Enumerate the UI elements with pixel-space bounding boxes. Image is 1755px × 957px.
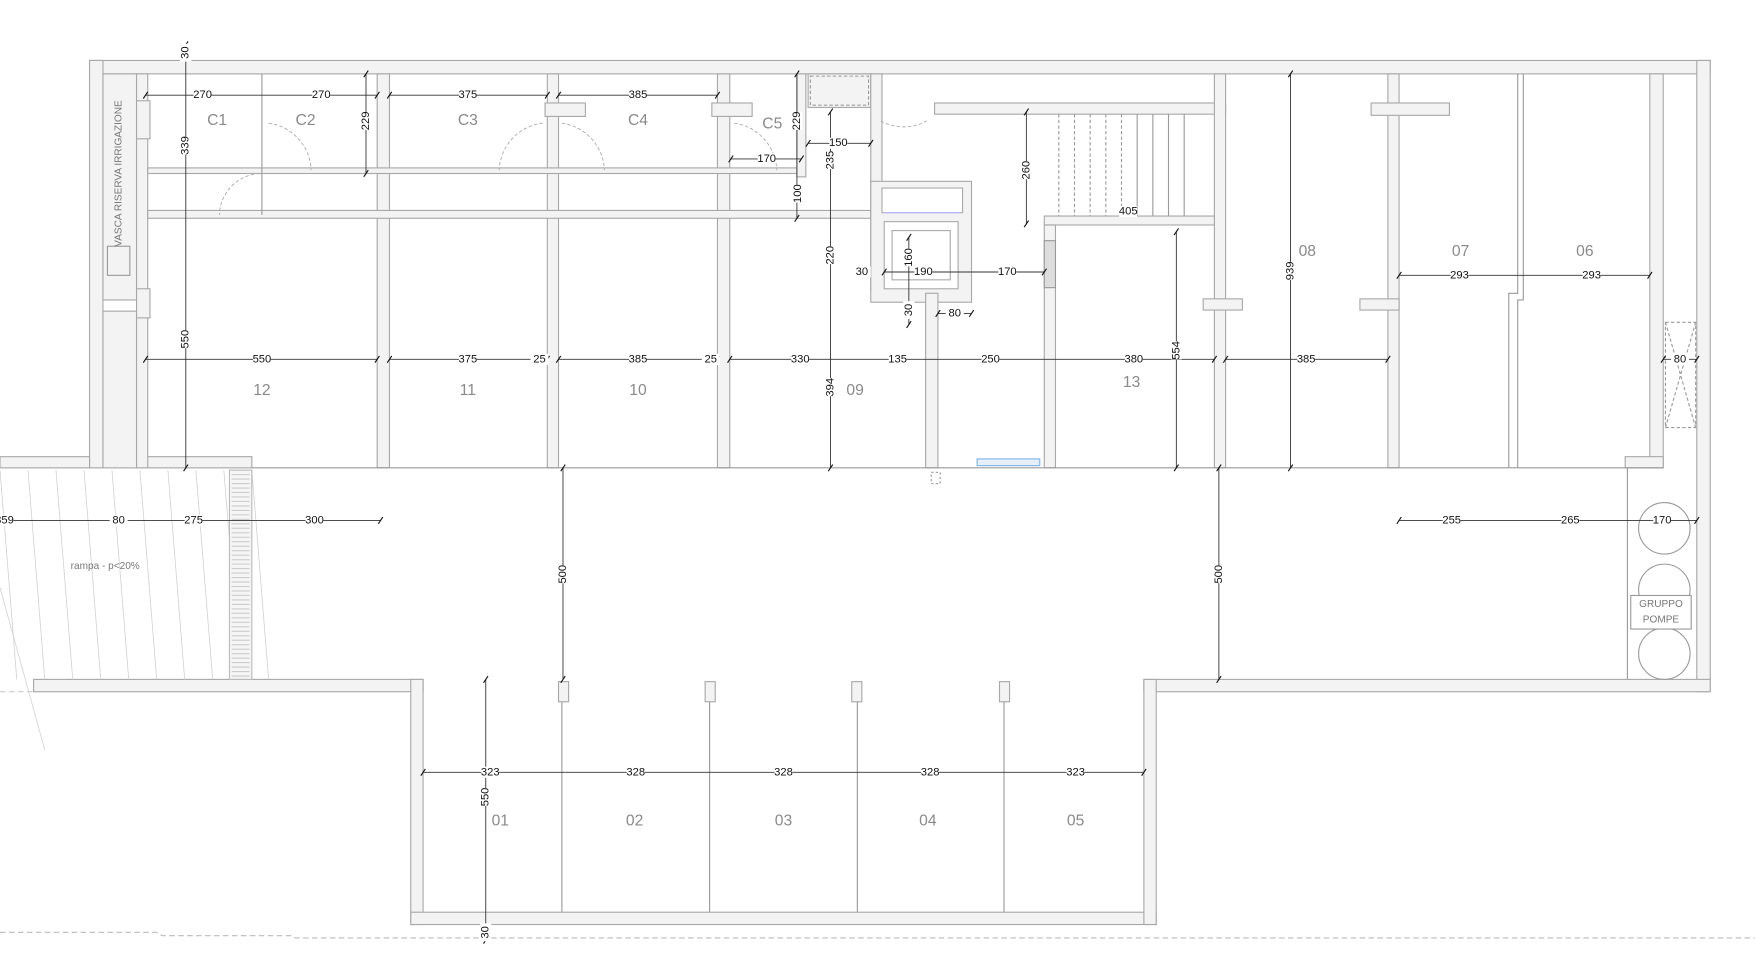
dimension-label: 229 [791, 112, 803, 131]
dimension-label: 339 [180, 136, 192, 155]
room-label: 07 [1452, 243, 1469, 260]
dimension-label: 359 [0, 514, 14, 526]
room-label: 06 [1576, 243, 1594, 260]
dimension-label: 190 [914, 266, 933, 278]
dimension-label: 500 [1213, 565, 1225, 584]
dimension-label: 939 [1284, 262, 1296, 281]
room-label: C1 [207, 112, 227, 129]
dimension-label: 80 [112, 514, 124, 526]
dimension-label: 554 [1170, 341, 1182, 360]
dimension-label: 170 [998, 266, 1017, 278]
room-label: 05 [1067, 813, 1085, 830]
dimension-label: 229 [360, 112, 372, 131]
dimension-label: 300 [305, 514, 324, 526]
dimension-label: 80 [949, 307, 961, 319]
dimension-label: 328 [774, 766, 793, 778]
dimension-label: 220 [824, 246, 836, 265]
dimension-label: 250 [981, 353, 1000, 365]
room-label: 12 [253, 382, 270, 399]
room-label: C4 [628, 112, 648, 129]
room-label: 09 [846, 382, 863, 399]
pump-label-line1: GRUPPO [1639, 599, 1683, 610]
dimension-label: 30 [480, 926, 492, 938]
dimension-label: 293 [1450, 269, 1469, 281]
dimension-label: 394 [824, 378, 836, 397]
dimension-lines [0, 41, 1700, 944]
pump-label-line2: POMPE [1643, 615, 1680, 626]
dimension-label: 550 [253, 353, 272, 365]
ramp [0, 470, 270, 751]
dimension-label: 25 [705, 353, 717, 365]
room-label: 10 [629, 382, 647, 399]
dimension-label: 170 [1653, 514, 1672, 526]
dimension-label: 323 [1066, 766, 1085, 778]
dimension-label: 500 [557, 565, 569, 584]
dimension-label: 270 [312, 89, 331, 101]
dimension-label: 275 [184, 514, 203, 526]
ramp-label: rampa - p<20% [71, 561, 140, 572]
dimension-label: 265 [1561, 514, 1580, 526]
dimension-label: 255 [1442, 514, 1461, 526]
room-label: 08 [1299, 243, 1317, 260]
room-label: 04 [919, 813, 937, 830]
dimension-label: 270 [193, 89, 212, 101]
dimension-label: 293 [1582, 269, 1601, 281]
dimension-label: 160 [903, 248, 915, 267]
dimension-label: 550 [480, 788, 492, 807]
room-label: C5 [762, 115, 782, 132]
dimension-label: 235 [824, 151, 836, 170]
dimension-label: 25 [533, 353, 545, 365]
dimension-label: 328 [921, 766, 940, 778]
dimension-label: 375 [459, 89, 478, 101]
dimension-label: 323 [481, 766, 500, 778]
room-label: 03 [775, 813, 793, 830]
dimension-label: 380 [1124, 353, 1143, 365]
dimension-label: 170 [757, 153, 776, 165]
dimension-label: 30 [180, 46, 192, 58]
dimension-label: 550 [180, 330, 192, 349]
dimension-label: 150 [829, 137, 848, 149]
dimension-label: 385 [1297, 353, 1316, 365]
dimension-label: 30 [856, 266, 868, 278]
room-label: 13 [1123, 374, 1141, 391]
window [976, 458, 1041, 467]
dimension-label: 260 [1020, 161, 1032, 180]
dimension-label: 328 [626, 766, 645, 778]
dimension-label: 330 [791, 353, 810, 365]
labels: 30 270 270 375 385 339 229 229 170 150 235 100 220 30… [0, 43, 1689, 942]
dimension-label: 30 [903, 304, 915, 316]
dimension-label: 100 [792, 184, 804, 203]
room-label: 02 [626, 813, 643, 830]
dimension-label: 385 [629, 89, 648, 101]
room-label: C3 [458, 112, 478, 129]
dimension-label: 405 [1119, 206, 1138, 218]
staircase [1058, 114, 1185, 217]
dimension-label: 385 [629, 353, 648, 365]
room-label: 01 [492, 813, 509, 830]
pump-group-box [1630, 594, 1692, 630]
room-label: 11 [460, 382, 476, 399]
dimension-label: 135 [888, 353, 907, 365]
dimension-label: 80 [1674, 353, 1686, 365]
dimension-label: 375 [459, 353, 478, 365]
room-label: C2 [296, 112, 316, 129]
walls [0, 59, 1755, 939]
tank-label: VASCA RISERVA IRRIGAZIONE [113, 100, 124, 247]
